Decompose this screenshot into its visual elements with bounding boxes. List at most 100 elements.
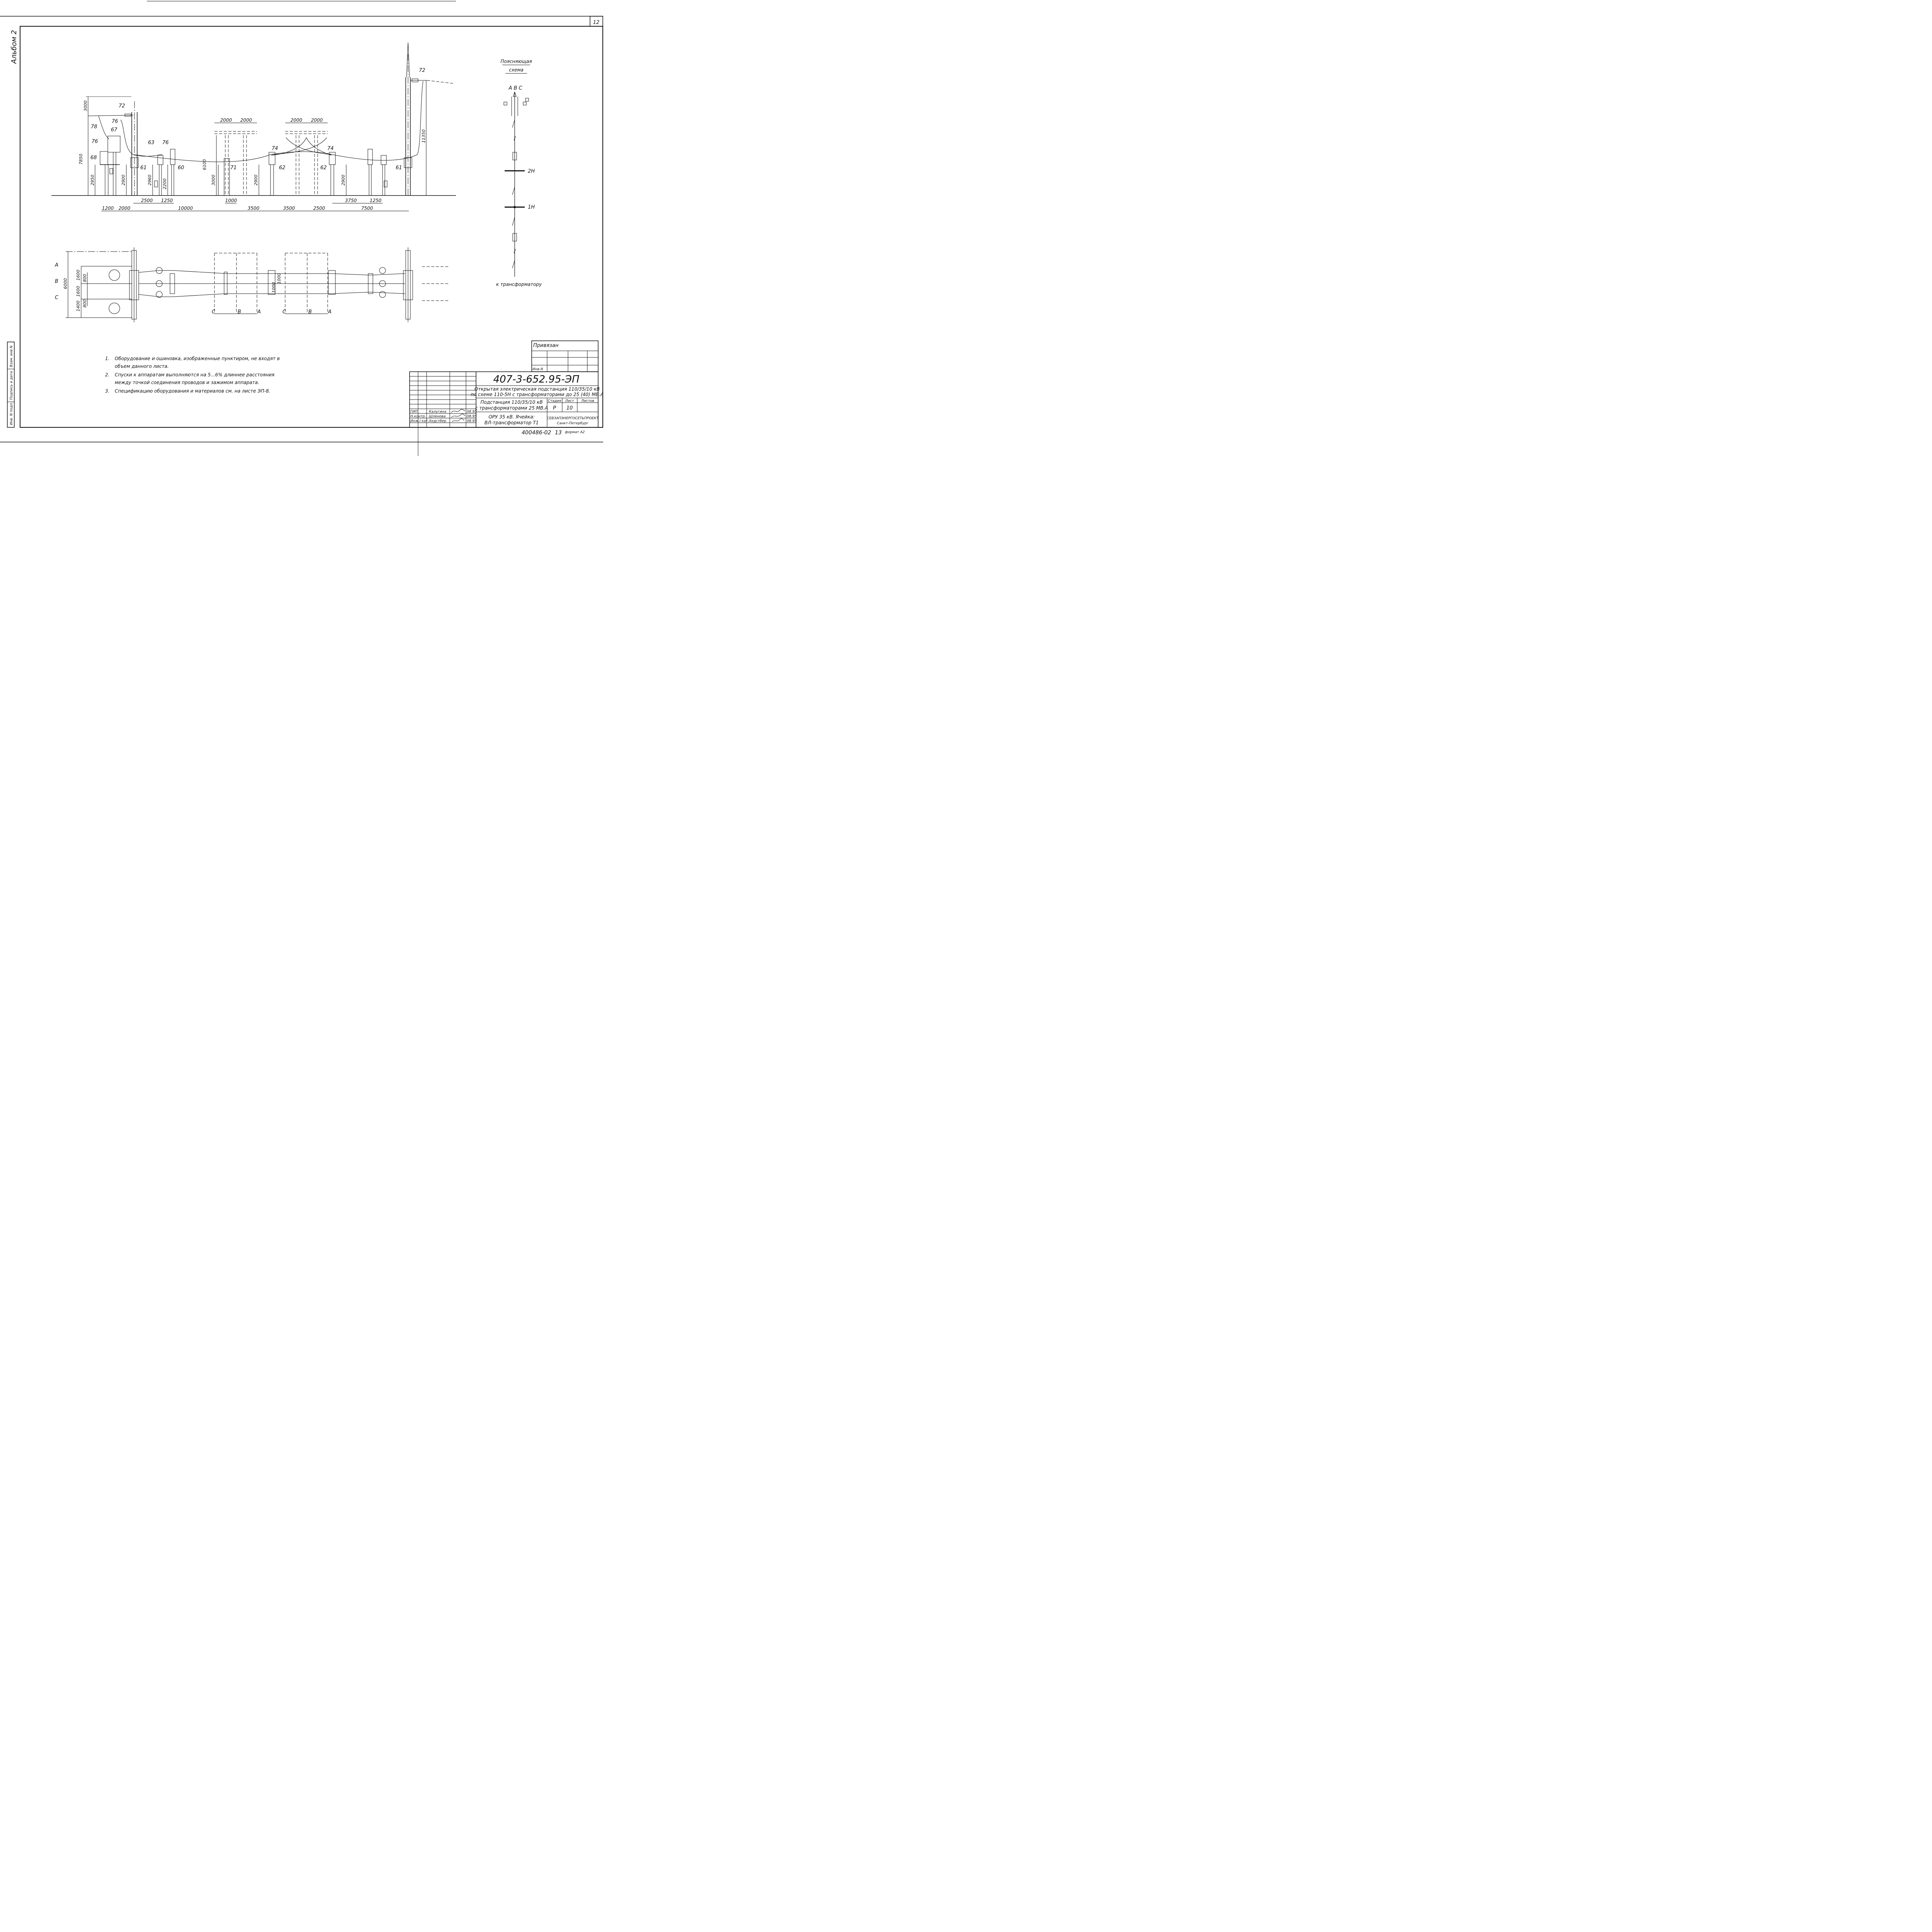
tb-sheet: 10	[566, 405, 573, 411]
drawing-sheet: 12 Альбом 2 Инв. N подл. Подпись и дата …	[0, 0, 603, 456]
scheme-title-1: Поясняющая	[500, 59, 532, 64]
plan-dim-1600-b: 1600	[76, 286, 81, 297]
plan-phase-b: B	[55, 279, 58, 284]
plan-bus-c-1: C	[212, 309, 216, 315]
plan-bus-a-1: A	[257, 309, 261, 315]
elevation-view: 3000 7850 2950 2900 2960 2200 6100 3000 …	[51, 42, 456, 211]
vdim-2200: 2200	[162, 179, 167, 189]
note-2-num: 2.	[105, 372, 109, 378]
plan-bus-a-2: A	[328, 309, 332, 315]
bdim2-2000: 2000	[119, 206, 131, 211]
signature-1	[451, 409, 466, 413]
plan-dim-1000-a: 1000	[271, 282, 276, 293]
tb-inv-n: Инв.N	[532, 367, 543, 371]
tb-privyazan: Привязан	[533, 343, 559, 349]
post-insulators	[130, 149, 388, 196]
vdim-2900-c: 2900	[341, 175, 346, 185]
tb-archive: 400486-02	[522, 430, 551, 436]
tb-stage: Р	[553, 405, 556, 411]
bdim2-3500-a: 3500	[248, 206, 260, 211]
tb-org-line1: СЕВЗАПЭНЕРГОСЕТЬПРОЕКТ	[547, 417, 599, 420]
tb-sheet-header: Лист	[565, 399, 575, 403]
label-61-right: 61	[396, 165, 402, 171]
tb-role-1: ГИП	[410, 410, 418, 414]
scheme-bus-1n: 1Н	[528, 204, 535, 210]
tb-sheets-header: Листов	[581, 399, 594, 403]
bdim2-2500: 2500	[313, 206, 325, 211]
bdim1-1250-a: 1250	[161, 198, 173, 203]
notes: 1. Оборудование и ошиновка, изображенные…	[105, 356, 280, 394]
vdim-6100: 6100	[202, 159, 207, 170]
explanatory-scheme	[502, 65, 530, 277]
label-76-c: 76	[162, 140, 169, 146]
plan-dim-6000: 6000	[63, 278, 68, 289]
vdim-2900-a: 2900	[121, 175, 126, 185]
bdim2-10000: 10000	[178, 206, 193, 211]
plan-phase-a: A	[54, 262, 58, 268]
stamp-podpis-data: Подпись и дата	[10, 371, 14, 400]
label-61-left: 61	[140, 165, 147, 171]
label-63: 63	[148, 140, 155, 146]
topdim-1: 2000	[220, 117, 232, 123]
note-2-line2: между точкой соединения проводов и зажим…	[115, 380, 259, 385]
label-72-left: 72	[119, 103, 125, 109]
bdim1-2500: 2500	[141, 198, 153, 203]
plan-dim-800-a: 800	[82, 274, 87, 282]
tb-stage-header: Стадия	[548, 399, 561, 403]
note-3-num: 3.	[105, 388, 109, 394]
bdim2-3500-b: 3500	[283, 206, 295, 211]
stamp-inv-podl: Инв. N подл.	[10, 402, 14, 425]
tb-date-3: 08.95	[467, 419, 477, 423]
stamp-vzam-inv: Взам. инв N	[10, 345, 14, 367]
label-72-right: 72	[419, 68, 425, 73]
album-label: Альбом 2	[10, 30, 18, 64]
label-76-a: 76	[112, 119, 118, 124]
plan-bus-c-2: C	[282, 309, 286, 315]
plan-dim-1600-a: 1600	[76, 270, 81, 281]
plan-dim-1400: 1400	[76, 301, 81, 311]
sheet-number: 12	[593, 20, 600, 26]
tb-project-line1: Открытая электрическая подстанция 110/35…	[474, 386, 600, 392]
vdim-2950: 2950	[90, 175, 95, 185]
label-60: 60	[178, 165, 184, 171]
vdim-11350: 11350	[421, 129, 426, 143]
plan-bus-b-1: B	[238, 309, 241, 315]
tb-object-line2: с трансформаторами 25 МВ.А	[475, 405, 548, 411]
label-74-a: 74	[272, 146, 278, 151]
topdim-2: 2000	[240, 117, 252, 123]
drawing-canvas: 12 Альбом 2 Инв. N подл. Подпись и дата …	[0, 1, 603, 456]
vertical-dimension-lines	[86, 80, 427, 196]
vdim-3000-b: 3000	[211, 175, 216, 185]
plan-view	[66, 247, 449, 322]
plan-bus-b-2: B	[308, 309, 312, 315]
bdim1-1250-b: 1250	[370, 198, 382, 203]
tb-format: формат А2	[565, 430, 585, 434]
tb-role-3: Инж.I кат.	[410, 419, 429, 423]
sheet-frame	[0, 1, 603, 442]
tb-sheet-line1: ОРУ 35 кВ. Ячейка:	[488, 414, 534, 420]
label-71: 71	[230, 165, 237, 171]
tb-doc-code: 407-3-652.95-ЭП	[493, 374, 580, 385]
label-74-b: 74	[327, 146, 334, 151]
tb-copy: 13	[555, 430, 562, 436]
vdim-2960: 2960	[147, 175, 152, 185]
tb-project-line2: по схеме 110-5Н с трансформаторами до 25…	[471, 392, 603, 397]
scheme-title-2: схема	[509, 67, 524, 73]
signature-3	[452, 418, 465, 422]
note-1-line1: Оборудование и ошиновка, изображенные пу…	[115, 356, 280, 361]
bdim2-1200: 1200	[102, 206, 114, 211]
topdim-3: 2000	[291, 117, 303, 123]
label-67: 67	[111, 127, 117, 133]
note-3-line1: Спецификацию оборудования и материалов с…	[115, 388, 270, 394]
tb-object-line1: Подстанция 110/35/10 кВ	[480, 400, 543, 405]
scheme-bus-2n: 2Н	[528, 168, 535, 174]
signature-2	[451, 413, 466, 418]
bdim1-1000: 1000	[225, 198, 237, 203]
label-68: 68	[90, 155, 97, 161]
bdim1-3750: 3750	[345, 198, 357, 203]
dashed-gantries	[214, 131, 332, 196]
label-62-a: 62	[279, 165, 286, 171]
scheme-to-transformer: к трансформатору	[496, 282, 542, 287]
note-2-line1: Спуски к аппаратам выполняются на 5...6%…	[115, 372, 274, 378]
label-78: 78	[91, 124, 97, 130]
